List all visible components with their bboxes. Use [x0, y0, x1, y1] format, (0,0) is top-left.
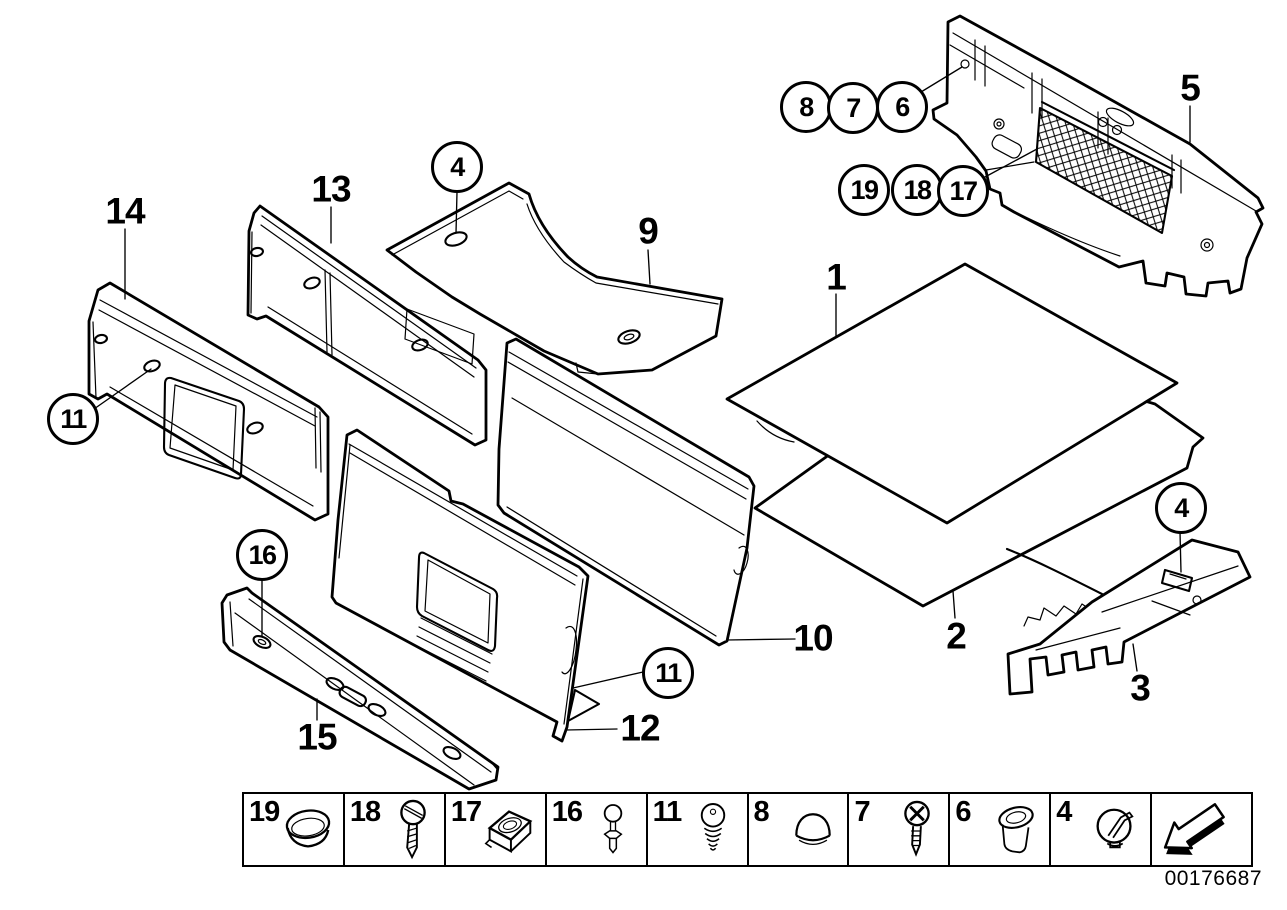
callout-circle-4-top[interactable]: 4	[431, 141, 483, 193]
fastener-legend: 19 18 17	[242, 792, 1253, 867]
legend-cell-17[interactable]: 17	[443, 794, 545, 865]
callout-circle-18[interactable]: 18	[891, 164, 943, 216]
part-10-partition-panel	[496, 337, 756, 647]
legend-label: 8	[753, 796, 770, 828]
part-9-shelf-panel	[385, 181, 724, 376]
ribbed-plug-icon	[700, 802, 725, 851]
drawing-number: 00176687	[1164, 867, 1262, 890]
legend-label: 11	[652, 796, 683, 828]
legend-label: 7	[854, 796, 870, 828]
part-1-floor-trim-panel	[725, 262, 1179, 525]
callout-3[interactable]: 3	[1130, 667, 1151, 709]
callout-circle-11-mid[interactable]: 11	[642, 647, 694, 699]
callout-circle-6[interactable]: 6	[876, 81, 928, 133]
net-pocket	[1034, 106, 1174, 235]
leader-lines	[93, 66, 1191, 731]
callout-circle-16[interactable]: 16	[236, 529, 288, 581]
callout-14[interactable]: 14	[105, 190, 145, 232]
legend-cell-6[interactable]: 6	[948, 794, 1049, 865]
legend-label: 4	[1056, 796, 1072, 828]
legend-label: 18	[349, 796, 381, 828]
legend-cell-7[interactable]: 7	[847, 794, 948, 865]
legend-cell-16[interactable]: 16	[544, 794, 646, 865]
legend-label: 16	[551, 796, 583, 828]
twist-lock-icon	[1096, 808, 1134, 848]
callout-1[interactable]: 1	[826, 256, 847, 298]
callout-15[interactable]: 15	[297, 716, 337, 758]
grommet-icon	[998, 805, 1034, 853]
legend-cell-11[interactable]: 11	[645, 794, 747, 865]
callout-circle-19[interactable]: 19	[838, 164, 890, 216]
expanding-rivet-icon	[603, 803, 623, 854]
mat-corner-wedge	[566, 688, 601, 723]
callout-circle-8[interactable]: 8	[780, 81, 832, 133]
legend-cell-4[interactable]: 4	[1049, 794, 1150, 865]
part-14-side-trim-panel	[87, 281, 330, 522]
callout-12[interactable]: 12	[620, 707, 660, 749]
callout-2[interactable]: 2	[946, 615, 967, 657]
callout-5[interactable]: 5	[1180, 67, 1201, 109]
part-13-side-trim-panel	[246, 204, 488, 447]
callout-circle-7[interactable]: 7	[827, 82, 879, 134]
legend-cell-arrow[interactable]	[1150, 794, 1251, 865]
clip-bracket-icon	[484, 809, 533, 853]
phillips-screw-icon	[904, 800, 931, 857]
plug-cap-icon	[285, 808, 331, 848]
legend-cell-19[interactable]: 19	[244, 794, 343, 865]
legend-cell-8[interactable]: 8	[746, 794, 848, 865]
legend-label: 6	[955, 796, 971, 828]
callout-13[interactable]: 13	[311, 168, 351, 210]
part-12-trim-panel-with-opening	[330, 428, 590, 743]
legend-label: 17	[450, 796, 482, 828]
part-3-lateral-trim-strip	[1005, 538, 1252, 696]
legend-cell-18[interactable]: 18	[342, 794, 444, 865]
part-15-sill-strip	[220, 586, 500, 791]
callout-circle-4-right[interactable]: 4	[1155, 482, 1207, 534]
legend-label: 19	[249, 796, 280, 828]
callout-circle-11-left[interactable]: 11	[47, 393, 99, 445]
callout-9[interactable]: 9	[638, 210, 659, 252]
part-5-rear-trim-panel	[931, 14, 1265, 298]
callout-10[interactable]: 10	[793, 617, 833, 659]
callout-circle-17[interactable]: 17	[937, 165, 989, 217]
dome-cap-icon	[795, 812, 832, 845]
slotted-screw-icon	[400, 799, 426, 859]
direction-arrow-icon	[1163, 802, 1225, 855]
